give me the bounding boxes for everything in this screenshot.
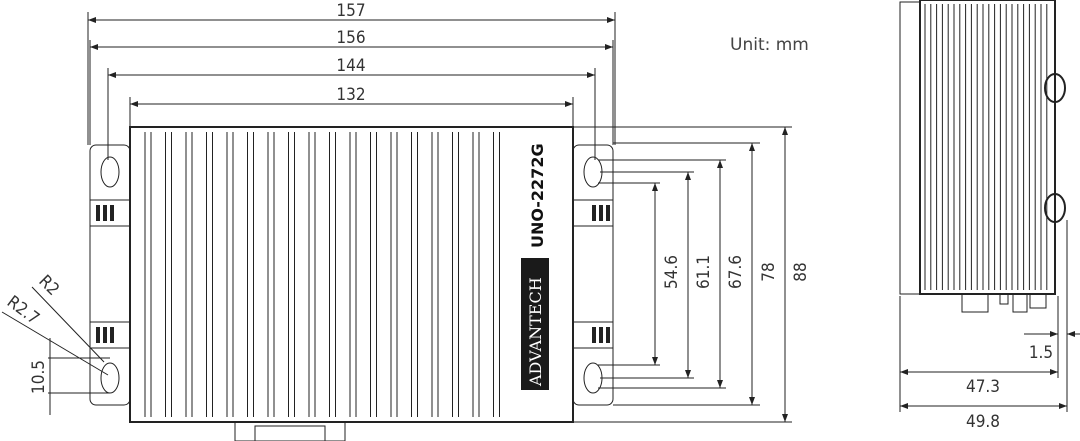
dim-156: 156: [336, 28, 365, 48]
dim-r2: R2: [34, 271, 63, 300]
height-dimensions: 54.6 61.1 67.6 78 88: [573, 126, 811, 423]
heatsink-fins: [144, 132, 500, 417]
dim-1-5: 1.5: [1029, 343, 1053, 363]
brand-label-box: [521, 258, 549, 390]
dim-54-6: 54.6: [662, 255, 682, 289]
hole-dimensions: R2 R2.7 10.5: [1, 271, 110, 415]
dim-157: 157: [336, 1, 365, 21]
left-mounting-plate: [89, 144, 131, 406]
unit-label: Unit: mm: [730, 35, 809, 55]
side-view: 1.5 47.3 49.8: [899, 0, 1080, 432]
dim-132: 132: [336, 85, 365, 105]
dim-78: 78: [759, 262, 779, 281]
dim-10-5: 10.5: [29, 360, 49, 394]
brand-label: ADVANTECH: [526, 277, 545, 387]
dim-144: 144: [336, 56, 365, 76]
model-label: UNO-2272G: [528, 143, 547, 248]
right-mounting-plate: [572, 144, 614, 406]
din-rail-knob: [1044, 193, 1066, 223]
dim-r2-7: R2.7: [3, 292, 43, 329]
dim-49-8: 49.8: [966, 412, 1000, 432]
dim-61-1: 61.1: [694, 255, 714, 289]
width-dimensions: 157 156 144 132: [87, 1, 616, 160]
front-view: ADVANTECH UNO-2272G 157 156 144 132: [1, 1, 811, 441]
din-clips: [89, 199, 614, 349]
side-heatsink-fins: [924, 4, 1048, 290]
dim-67-6: 67.6: [726, 255, 746, 289]
dim-47-3: 47.3: [966, 377, 1000, 397]
device-body: [129, 126, 574, 423]
serial-connector: [234, 421, 346, 441]
din-rail-knob: [1044, 73, 1066, 103]
dim-88: 88: [791, 262, 811, 281]
